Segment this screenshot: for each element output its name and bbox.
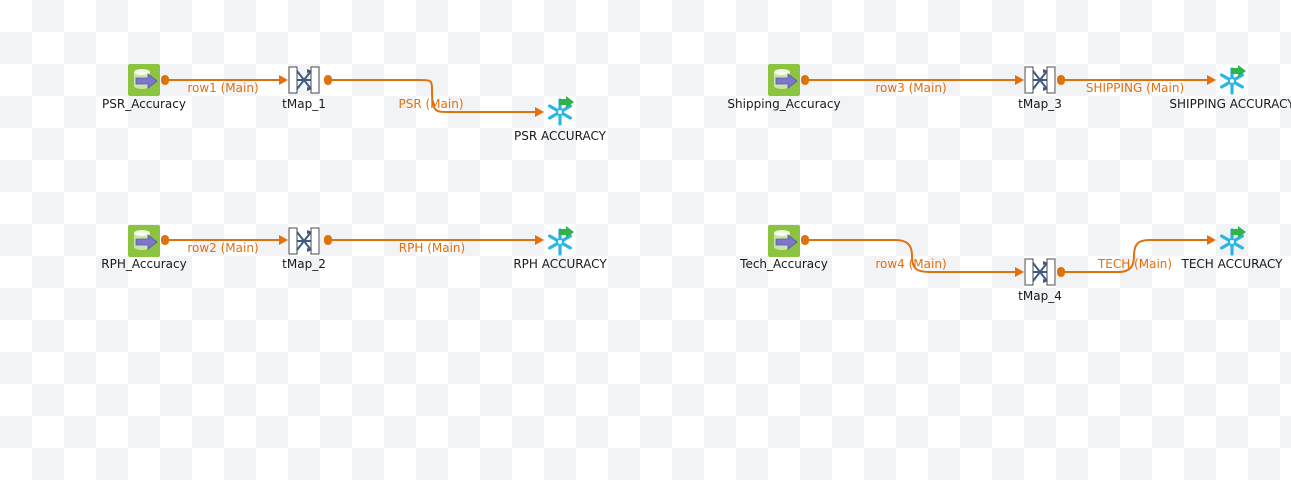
tech-connection-label[interactable]: TECH (Main) xyxy=(1097,257,1173,271)
tech-accuracy-input-icon[interactable] xyxy=(767,224,801,258)
psr-connection-label[interactable]: PSR (Main) xyxy=(398,97,464,111)
tech-output-port[interactable] xyxy=(1057,267,1065,277)
psr-accuracy-input-icon[interactable] xyxy=(127,63,161,97)
row4-connection-label[interactable]: row4 (Main) xyxy=(875,257,947,271)
tech-input-port-arrow xyxy=(1207,235,1216,245)
tmap-2-label[interactable]: tMap_2 xyxy=(282,257,326,271)
row1-output-port[interactable] xyxy=(161,75,169,85)
shipping-accuracy-input-icon[interactable] xyxy=(767,63,801,97)
rph-accuracy-output-label[interactable]: RPH ACCURACY xyxy=(513,257,607,271)
tmap-1-icon[interactable] xyxy=(287,63,321,97)
shipping-accuracy-output-icon[interactable] xyxy=(1215,63,1249,97)
rph-input-port-arrow xyxy=(535,235,544,245)
row2-output-port[interactable] xyxy=(161,235,169,245)
rph-output-port[interactable] xyxy=(324,235,332,245)
row2-connection-label[interactable]: row2 (Main) xyxy=(187,241,259,255)
tmap-3-icon[interactable] xyxy=(1023,63,1057,97)
shipping-accuracy-input-label[interactable]: Shipping_Accuracy xyxy=(727,97,841,111)
shipping-input-port-arrow xyxy=(1207,75,1216,85)
row4-output-port[interactable] xyxy=(801,235,809,245)
row4-input-port-arrow xyxy=(1015,267,1024,277)
tmap-1-label[interactable]: tMap_1 xyxy=(282,97,326,111)
row3-connection-label[interactable]: row3 (Main) xyxy=(875,81,947,95)
tmap-4-label[interactable]: tMap_4 xyxy=(1018,289,1062,303)
psr-accuracy-input-label[interactable]: PSR_Accuracy xyxy=(102,97,186,111)
tmap-2-icon[interactable] xyxy=(287,224,321,258)
tech-accuracy-input-label[interactable]: Tech_Accuracy xyxy=(740,257,828,271)
rph-accuracy-input-label[interactable]: RPH_Accuracy xyxy=(101,257,187,271)
shipping-output-port[interactable] xyxy=(1057,75,1065,85)
row4-connection-line[interactable] xyxy=(805,239,1022,273)
rph-accuracy-input-icon[interactable] xyxy=(127,224,161,258)
row3-input-port-arrow xyxy=(1015,75,1024,85)
tech-connection-line[interactable] xyxy=(1061,239,1214,273)
psr-accuracy-output-icon[interactable] xyxy=(543,94,577,128)
rph-accuracy-output-icon[interactable] xyxy=(543,224,577,258)
psr-input-port-arrow xyxy=(535,107,544,117)
tmap-4-icon[interactable] xyxy=(1023,255,1057,289)
row2-input-port-arrow xyxy=(279,235,288,245)
shipping-accuracy-output-label[interactable]: SHIPPING ACCURACY xyxy=(1169,97,1291,111)
tech-accuracy-output-icon[interactable] xyxy=(1215,224,1249,258)
psr-output-port[interactable] xyxy=(324,75,332,85)
shipping-connection-label[interactable]: SHIPPING (Main) xyxy=(1085,81,1185,95)
row1-input-port-arrow xyxy=(279,75,288,85)
tech-accuracy-output-label[interactable]: TECH ACCURACY xyxy=(1181,257,1283,271)
row3-output-port[interactable] xyxy=(801,75,809,85)
psr-accuracy-output-label[interactable]: PSR ACCURACY xyxy=(514,129,606,143)
rph-connection-label[interactable]: RPH (Main) xyxy=(398,241,466,255)
row1-connection-label[interactable]: row1 (Main) xyxy=(187,81,259,95)
psr-connection-line[interactable] xyxy=(328,79,542,113)
tmap-3-label[interactable]: tMap_3 xyxy=(1018,97,1062,111)
